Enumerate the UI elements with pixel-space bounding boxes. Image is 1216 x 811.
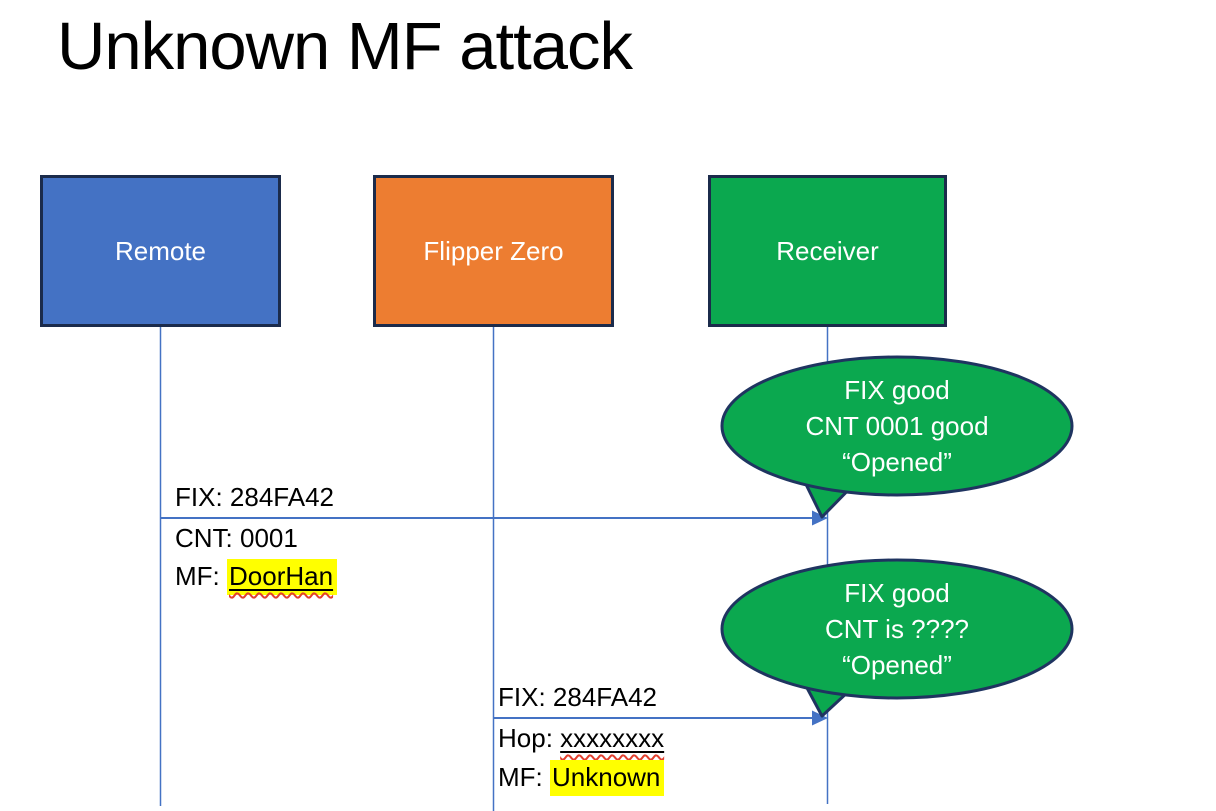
- callout2-bubble: [720, 558, 1074, 718]
- callout1-line1: FIX good: [844, 375, 950, 405]
- callout2-line3: “Opened”: [842, 650, 952, 680]
- message2-hop-underline: xxxxxxxx: [560, 723, 664, 753]
- callout2-line1: FIX good: [844, 578, 950, 608]
- message2-fix-label: FIX: 284FA42: [498, 682, 657, 712]
- message2-mf-highlight: Unknown: [550, 760, 665, 796]
- callout2-text: FIX good CNT is ???? “Opened”: [747, 575, 1047, 683]
- actor-label-remote: Remote: [114, 235, 207, 266]
- actor-label-receiver: Receiver: [776, 235, 879, 266]
- actor-box-receiver: Receiver: [708, 175, 947, 327]
- callout1-line3: “Opened”: [842, 447, 952, 477]
- message1-mf-label: MF: DoorHan: [175, 559, 338, 595]
- message1-mf-value: DoorHan: [229, 561, 334, 591]
- callout1-line2: CNT 0001 good: [805, 411, 989, 441]
- message1-fix-label: FIX: 284FA42: [175, 482, 334, 512]
- callout2-ellipse: [720, 558, 1074, 700]
- message1-arrowhead-icon: [812, 510, 828, 526]
- slide-title: Unknown MF attack: [57, 9, 633, 84]
- message2-mf-label: MF: Unknown: [498, 760, 665, 796]
- message2-hop-label: Hop: xxxxxxxx: [498, 721, 664, 755]
- message1-mf-prefix: MF:: [175, 561, 227, 591]
- message2-mf-prefix: MF:: [498, 762, 550, 792]
- callout2-line2: CNT is ????: [824, 614, 970, 644]
- callout1-text: FIX good CNT 0001 good “Opened”: [747, 372, 1047, 480]
- message2-hop-prefix: Hop:: [498, 723, 561, 753]
- message2-arrowhead-icon: [812, 710, 828, 726]
- callout1-ellipse: [720, 355, 1074, 497]
- message2-hop-value: xxxxxxxx: [560, 723, 665, 753]
- actor-label-flipper-zero: Flipper Zero: [423, 235, 564, 266]
- actor-box-remote: Remote: [40, 175, 281, 327]
- callout1-bubble: [720, 355, 1074, 519]
- message1-mf-highlight: DoorHan: [227, 559, 338, 595]
- actor-box-flipper-zero: Flipper Zero: [373, 175, 614, 327]
- message1-cnt-label: CNT: 0001: [175, 523, 298, 553]
